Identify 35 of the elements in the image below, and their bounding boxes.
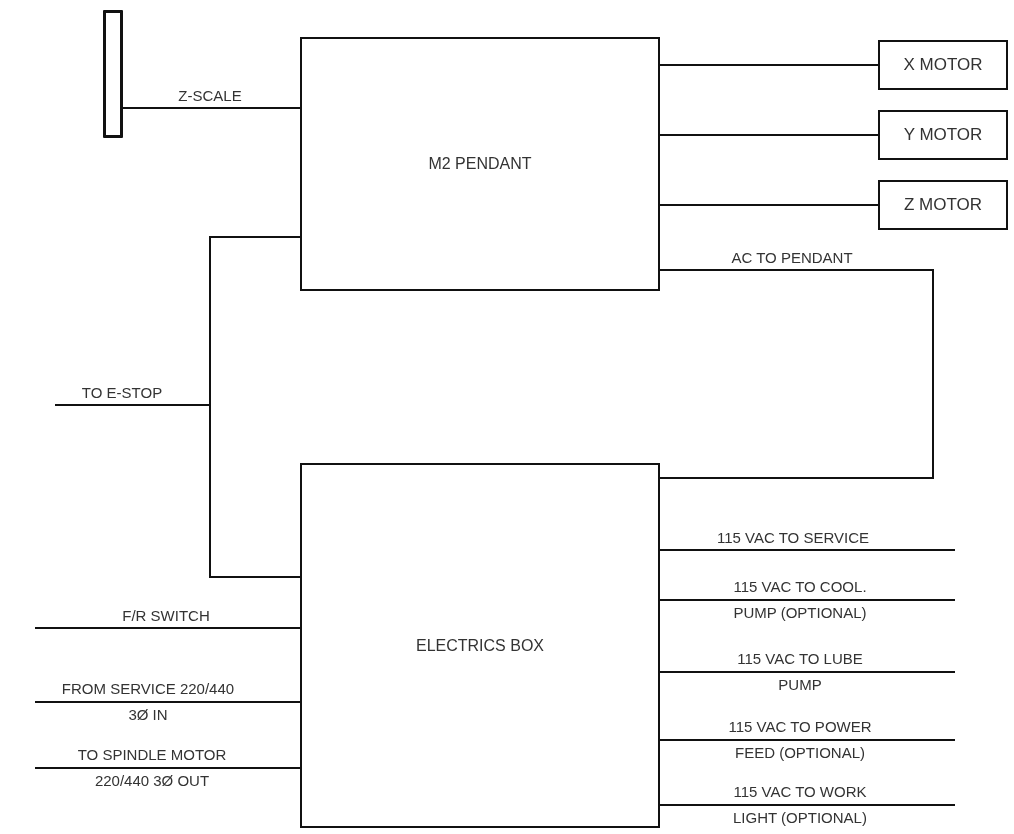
component-box [300, 463, 660, 828]
scale-bar [103, 10, 123, 138]
connector-line [659, 599, 956, 601]
connector-line [659, 269, 934, 479]
edge-label: FROM SERVICE 220/440 3Ø IN [60, 679, 236, 725]
connector-line [659, 804, 956, 806]
connector-line [122, 107, 301, 109]
box-label: Z MOTOR [903, 195, 983, 215]
component-box [878, 40, 1008, 90]
box-label: ELECTRICS BOX [416, 636, 544, 655]
connector-line [659, 204, 879, 206]
edge-label: F/R SWITCH [121, 607, 211, 625]
edge-label: 115 VAC TO POWER FEED (OPTIONAL) [727, 717, 873, 763]
connector-line [34, 627, 301, 629]
connector-line [659, 549, 956, 551]
edge-label: 115 VAC TO COOL. PUMP (OPTIONAL) [732, 577, 868, 623]
edge-label: 115 VAC TO SERVICE [716, 529, 870, 547]
box-label: Y MOTOR [903, 125, 983, 145]
edge-label: TO SPINDLE MOTOR 220/440 3Ø OUT [76, 745, 228, 791]
connector-line [34, 701, 301, 703]
connector-line [659, 64, 879, 66]
connector-line [659, 739, 956, 741]
edge-label: 115 VAC TO WORK LIGHT (OPTIONAL) [732, 782, 868, 828]
connector-line [34, 767, 301, 769]
component-box [878, 180, 1008, 230]
edge-label: TO E-STOP [80, 384, 164, 402]
box-label: M2 PENDANT [428, 155, 532, 173]
connector-line [659, 134, 879, 136]
edge-label: Z-SCALE [177, 87, 243, 105]
connector-line [659, 671, 956, 673]
edge-label: 115 VAC TO LUBE PUMP [736, 649, 864, 695]
component-box [878, 110, 1008, 160]
component-box [300, 37, 660, 291]
box-label: X MOTOR [903, 55, 983, 75]
edge-label: AC TO PENDANT [730, 249, 854, 267]
